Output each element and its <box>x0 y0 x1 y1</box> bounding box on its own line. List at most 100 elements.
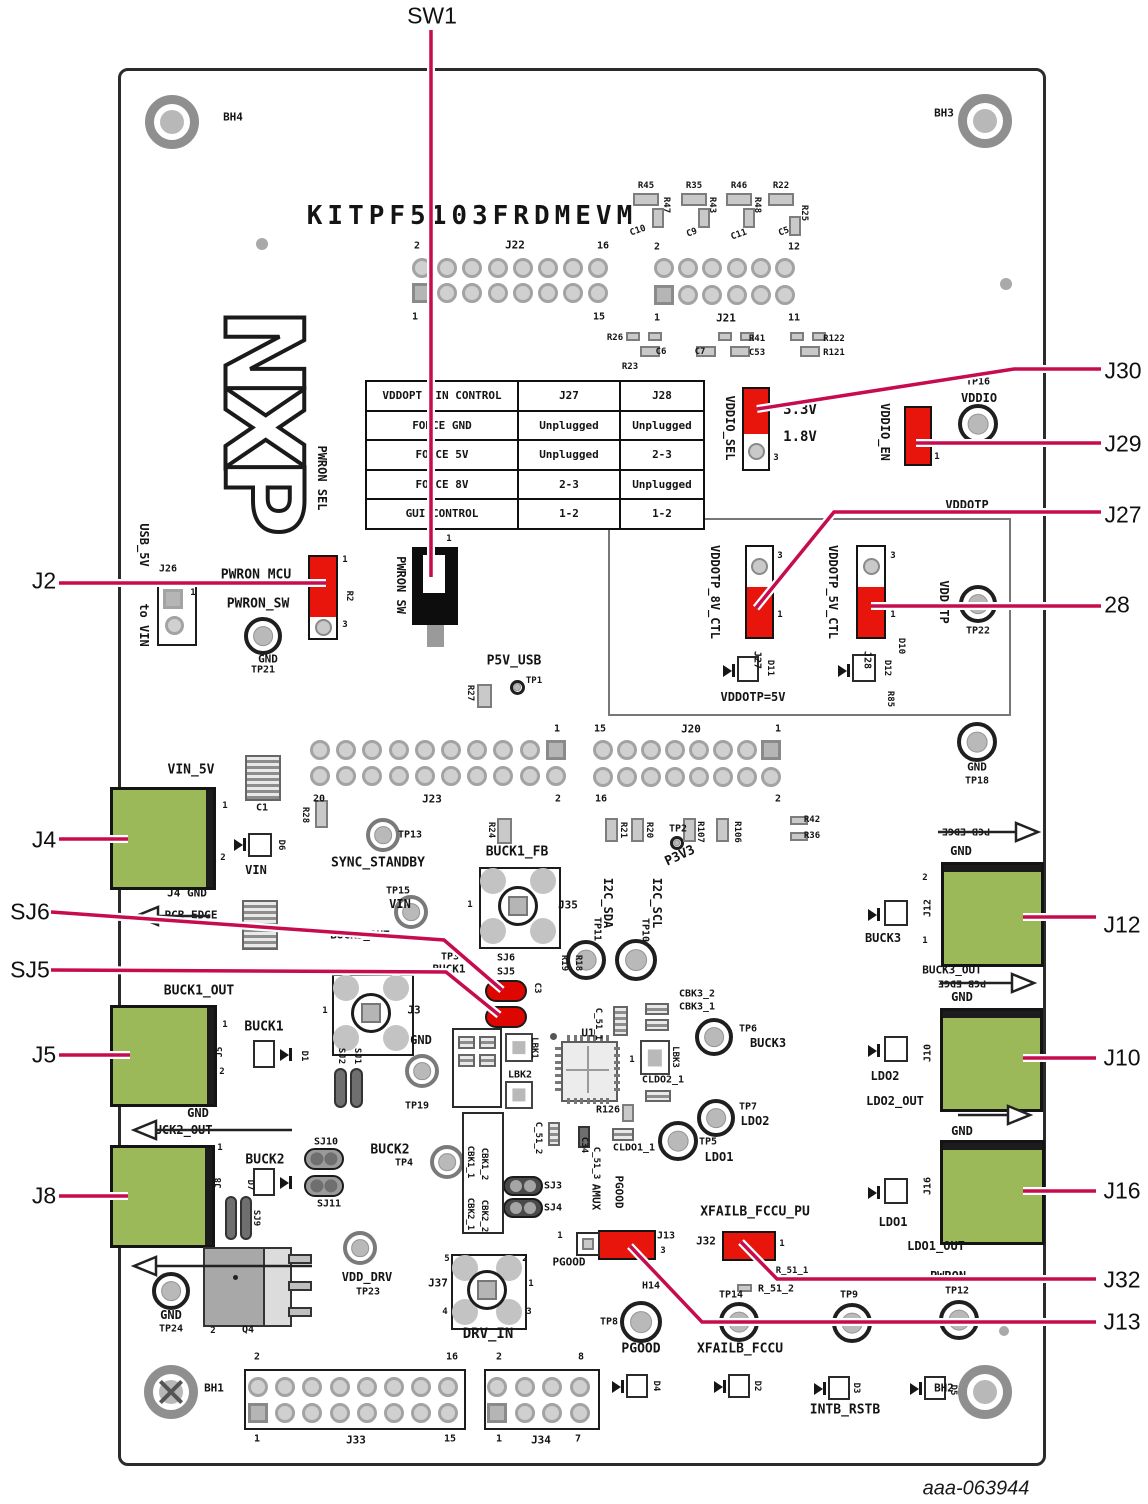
silk-vddotp: VDDOTP <box>937 580 951 624</box>
test-point <box>832 1303 872 1343</box>
mounting-hole <box>958 94 1012 148</box>
figure-id: aaa-063944 <box>922 1477 1030 1500</box>
header-j22-pin <box>462 283 483 303</box>
component <box>698 208 710 228</box>
silk-15: 15 <box>593 723 607 735</box>
silk-sj11: SJ11 <box>316 1198 342 1210</box>
silk-tp14: TP14 <box>718 1289 744 1301</box>
header-j22-pin <box>462 258 483 278</box>
silk-vin-5v: VIN_5V <box>167 762 215 778</box>
silk-c34: C34 <box>579 1136 589 1154</box>
silk-r47: R47 <box>661 196 671 214</box>
jumper-j28-vddotp_5v <box>856 545 886 639</box>
header-j20-pin <box>641 740 661 760</box>
silk-pwron: PWRON <box>929 1269 967 1283</box>
connector-pad <box>383 975 409 1001</box>
connector-center-pad <box>477 1280 497 1300</box>
silk-r18: R18 <box>573 954 583 972</box>
silk-d2: D2 <box>752 1380 762 1392</box>
header-j20-pin <box>641 767 661 787</box>
silk-to-vin: to VIN <box>137 603 151 647</box>
silk-1: 1 <box>779 1239 785 1249</box>
silk-2: 2 <box>253 1351 261 1363</box>
table-cell: FORCE 5V <box>365 439 519 471</box>
header-j34-pin <box>569 1377 590 1397</box>
header-j33-pin <box>411 1403 432 1423</box>
header-j20-pin <box>689 767 709 787</box>
silk-r27: R27 <box>465 684 475 702</box>
silk-ldo2-out: LDO2_OUT <box>866 1094 924 1108</box>
silk-vdd-drv: VDD_DRV <box>341 1270 393 1284</box>
silk-pgood: PGOOD <box>612 1175 626 1209</box>
silk-j34: J34 <box>531 1433 551 1447</box>
silk-bh2: BH2 <box>934 1381 954 1395</box>
silk-1: 1 <box>557 1231 563 1241</box>
callout-label-j32: J32 <box>1103 1266 1141 1293</box>
silk-r45: R45 <box>637 181 655 191</box>
test-point <box>343 1231 377 1265</box>
callout-label-sj6: SJ6 <box>10 898 50 925</box>
component <box>884 1036 908 1062</box>
component <box>924 1376 946 1400</box>
u1-pin <box>573 1035 577 1041</box>
component <box>458 1054 475 1067</box>
silk-r126: R126 <box>595 1104 621 1116</box>
header-j22-pin <box>512 258 533 278</box>
u1-pin <box>580 1098 583 1104</box>
silk-j33: J33 <box>346 1433 366 1447</box>
silk-4: 4 <box>442 1307 448 1317</box>
silk-1: 1 <box>253 1433 261 1445</box>
header-j23-pin <box>362 740 383 760</box>
diode-symbol-icon <box>278 1048 294 1062</box>
silk-j27: J27 <box>751 650 763 670</box>
header-j23-pin <box>545 766 566 786</box>
connector-center-pad <box>361 1003 381 1023</box>
callout-label-j28: 28 <box>1104 591 1130 618</box>
silk-pcb-edge: PCB EDGE <box>937 977 987 989</box>
silk-vddotp-8v-ctl: VDDOTP_8V_CTL <box>708 545 722 639</box>
q4-lead <box>288 1254 312 1264</box>
connector-pad <box>333 1025 359 1051</box>
header-j23-pin <box>310 766 330 786</box>
test-point <box>670 836 684 850</box>
silk-j5: J5 <box>215 1046 225 1058</box>
silk-1: 1 <box>777 610 783 620</box>
table-cell: GUI CONTROL <box>365 498 519 530</box>
component <box>248 833 272 857</box>
silk-j26: J26 <box>158 563 178 575</box>
silk-c53: C53 <box>748 348 766 358</box>
silk-pgood: PGOOD <box>621 1341 661 1357</box>
silk-xfailb-fccu: XFAILB_FCCU <box>696 1341 784 1357</box>
silk-bh3: BH3 <box>934 106 954 120</box>
component <box>640 346 660 357</box>
silk-1: 1 <box>222 1020 228 1030</box>
diode-symbol-icon <box>866 1044 882 1058</box>
silk-j3: J3 <box>407 1003 421 1017</box>
header-j34-pin <box>487 1403 507 1423</box>
silk-r85: R85 <box>885 690 895 708</box>
silk-tp5: TP5 <box>698 1136 718 1148</box>
diode-symbol-icon <box>721 664 737 678</box>
nxp-logo: NXP <box>198 306 327 527</box>
component <box>242 900 278 950</box>
silk-tp10: TP10 <box>639 917 651 943</box>
silk-vddio: VDDIO <box>960 391 998 405</box>
silk-1: 1 <box>467 900 473 910</box>
connector-pad <box>530 868 556 894</box>
component <box>240 1196 252 1240</box>
header-j22-pin <box>538 258 558 278</box>
header-j22-pin <box>588 283 609 303</box>
silk-gnd: GND <box>187 1106 209 1120</box>
silk-d3: D3 <box>851 1382 861 1394</box>
silk-r22: R22 <box>772 181 790 191</box>
component <box>578 1126 590 1148</box>
table-cell: 1-2 <box>517 498 621 530</box>
silk-tp8: TP8 <box>599 1316 619 1328</box>
header-j20-pin <box>617 767 637 787</box>
table-cell: 2-3 <box>619 439 705 471</box>
silk-pwron-sw: PWRON SW <box>394 556 408 614</box>
silk-j20: J20 <box>681 722 701 736</box>
silk-lbk1: LBK1 <box>529 1037 539 1059</box>
test-point <box>620 1301 662 1343</box>
test-point <box>957 722 997 762</box>
